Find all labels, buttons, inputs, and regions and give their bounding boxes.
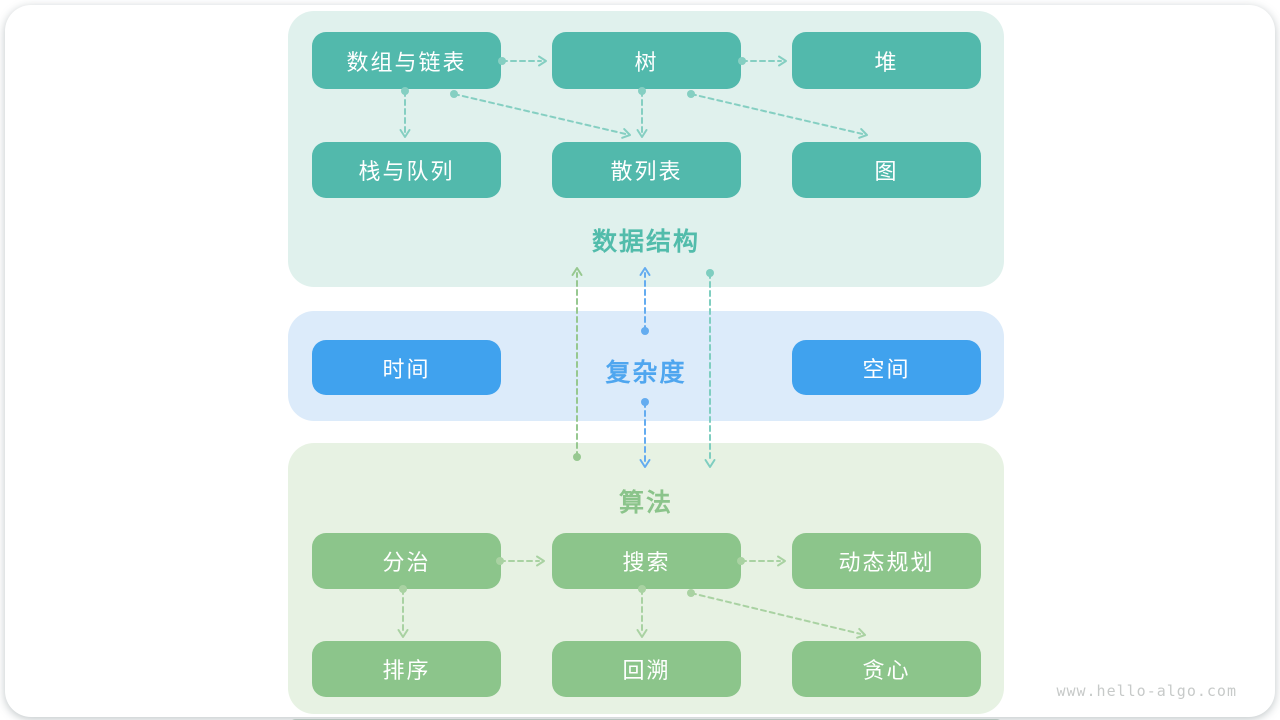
node-arrays-and-linked-lists: 数组与链表 [312, 32, 501, 89]
section-title-data-structures: 数据结构 [591, 228, 700, 256]
card: 数组与链表 树 堆 栈与队列 散列表 图 数据结构 时间 复杂度 空间 算法 分… [5, 5, 1275, 720]
node-greedy: 贪心 [792, 641, 981, 697]
node-sorting: 排序 [312, 641, 501, 697]
node-graph: 图 [792, 142, 981, 198]
node-heap: 堆 [792, 32, 981, 89]
node-search: 搜索 [552, 533, 741, 589]
section-title-algorithms: 算法 [618, 489, 673, 517]
section-title-complexity: 复杂度 [605, 359, 687, 387]
node-divide-and-conquer: 分治 [312, 533, 501, 589]
node-backtracking: 回溯 [552, 641, 741, 697]
node-tree: 树 [552, 32, 741, 89]
node-hash-table: 散列表 [552, 142, 741, 198]
node-dynamic-programming: 动态规划 [792, 533, 981, 589]
watermark: www.hello-algo.com [1056, 682, 1237, 700]
node-space: 空间 [792, 340, 981, 395]
node-stack-and-queue: 栈与队列 [312, 142, 501, 198]
node-time: 时间 [312, 340, 501, 395]
